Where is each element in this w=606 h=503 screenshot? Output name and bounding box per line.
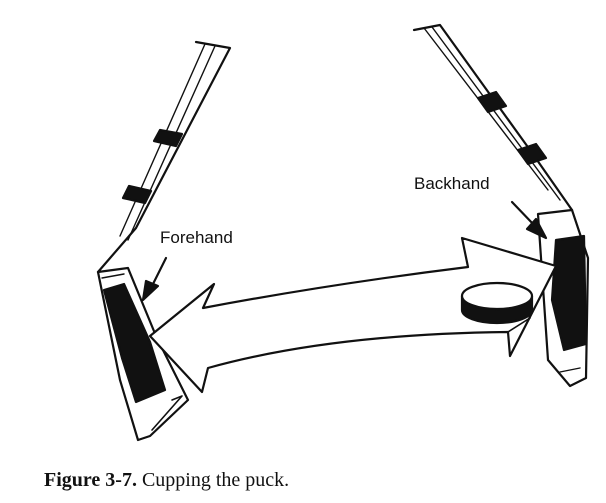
left-stick [96, 40, 232, 442]
left-shaft-tape-1 [152, 128, 184, 148]
left-blade-tape [102, 282, 167, 404]
figure-number: Figure 3-7. [44, 469, 137, 491]
backhand-label: Backhand [414, 174, 490, 193]
backhand-arrow [510, 200, 548, 240]
left-shaft-tape-2 [121, 184, 153, 205]
forehand-arrow [141, 256, 168, 302]
right-stick [412, 23, 590, 388]
right-shaft-tape-2 [516, 142, 548, 166]
left-stick-shaft [96, 40, 232, 274]
figure-caption: Figure 3-7. Cupping the puck. [44, 469, 289, 492]
figure-caption-text: Cupping the puck. [141, 469, 290, 491]
right-shaft-tape-1 [476, 90, 508, 114]
puck-icon [460, 281, 534, 325]
forehand-label: Forehand [160, 228, 233, 247]
right-blade-tape [550, 234, 588, 352]
